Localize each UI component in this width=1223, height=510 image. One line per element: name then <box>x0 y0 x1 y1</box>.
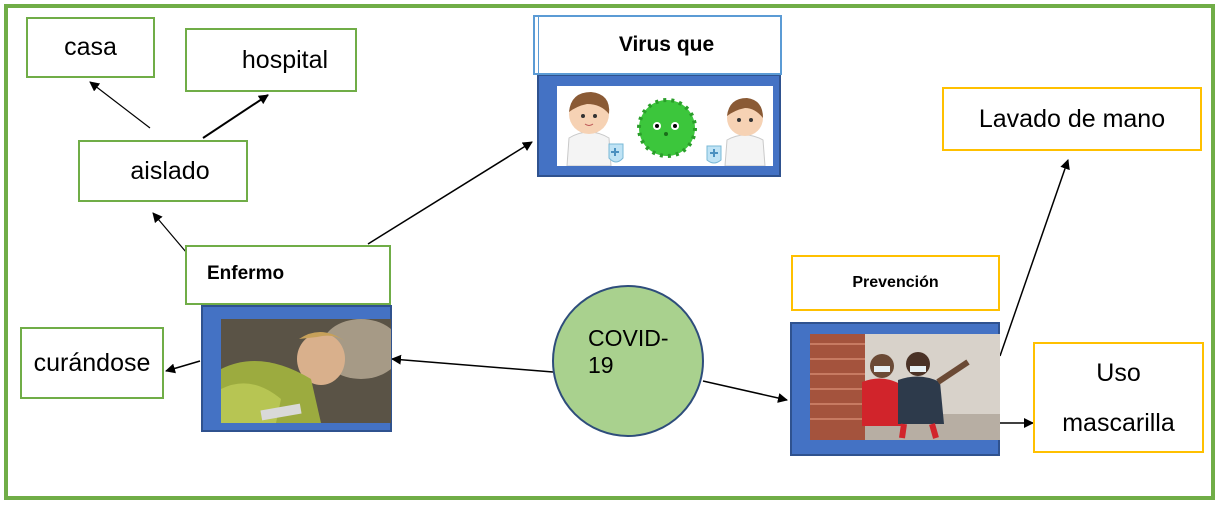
arrow-covid-prevencion <box>702 380 788 403</box>
arrow-covid-enfermo <box>391 354 554 373</box>
diagram-frame <box>4 4 1215 500</box>
virus-figure <box>637 98 697 158</box>
node-uso-mascarilla: Uso mascarilla <box>1033 342 1204 453</box>
node-virus-que-label: Virus que <box>618 33 715 56</box>
arrow-prevencion-lavado <box>999 159 1070 357</box>
node-curandose-label: curándose <box>33 348 151 377</box>
node-uso-label: Uso <box>1096 358 1141 387</box>
arrow-enfermo-virus <box>367 141 533 245</box>
node-enfermo-label: Enfermo <box>207 263 285 284</box>
doctor-left-figure <box>566 92 624 166</box>
node-prevencion: Prevención <box>791 255 1000 311</box>
covid-label-line1: COVID- <box>588 325 669 351</box>
covid-label-line2: 19 <box>588 352 614 378</box>
node-casa-label: casa <box>64 33 117 61</box>
node-aislado: aislado <box>78 140 248 202</box>
doctor-right-figure <box>706 98 766 166</box>
node-aislado-label: aislado <box>130 156 210 185</box>
arrow-aislado-casa <box>89 81 151 129</box>
arrow-enfermo-curandose <box>165 360 201 374</box>
kids-mask-photo <box>810 334 1000 440</box>
node-virus-que: Virus que <box>533 15 782 75</box>
node-lavado-de-mano: Lavado de mano <box>942 87 1202 151</box>
virus-illustration <box>557 86 773 166</box>
node-curandose: curándose <box>20 327 164 399</box>
arrow-enfermo-aislado <box>152 212 187 253</box>
sick-child-photo <box>221 319 391 423</box>
node-prevencion-label: Prevención <box>852 274 939 291</box>
enfermo-image-panel <box>201 305 392 432</box>
prevencion-image-panel <box>790 322 1000 456</box>
node-casa: casa <box>26 17 155 78</box>
node-covid-19: COVID- 19 <box>552 285 704 437</box>
arrow-aislado-hospital <box>202 94 269 139</box>
node-hospital-label: hospital <box>241 45 329 74</box>
node-enfermo: Enfermo <box>185 245 391 305</box>
virus-image-panel <box>537 74 781 177</box>
node-lavado-label: Lavado de mano <box>978 104 1166 133</box>
node-hospital: hospital <box>185 28 357 92</box>
node-mascarilla-label: mascarilla <box>1062 408 1175 437</box>
